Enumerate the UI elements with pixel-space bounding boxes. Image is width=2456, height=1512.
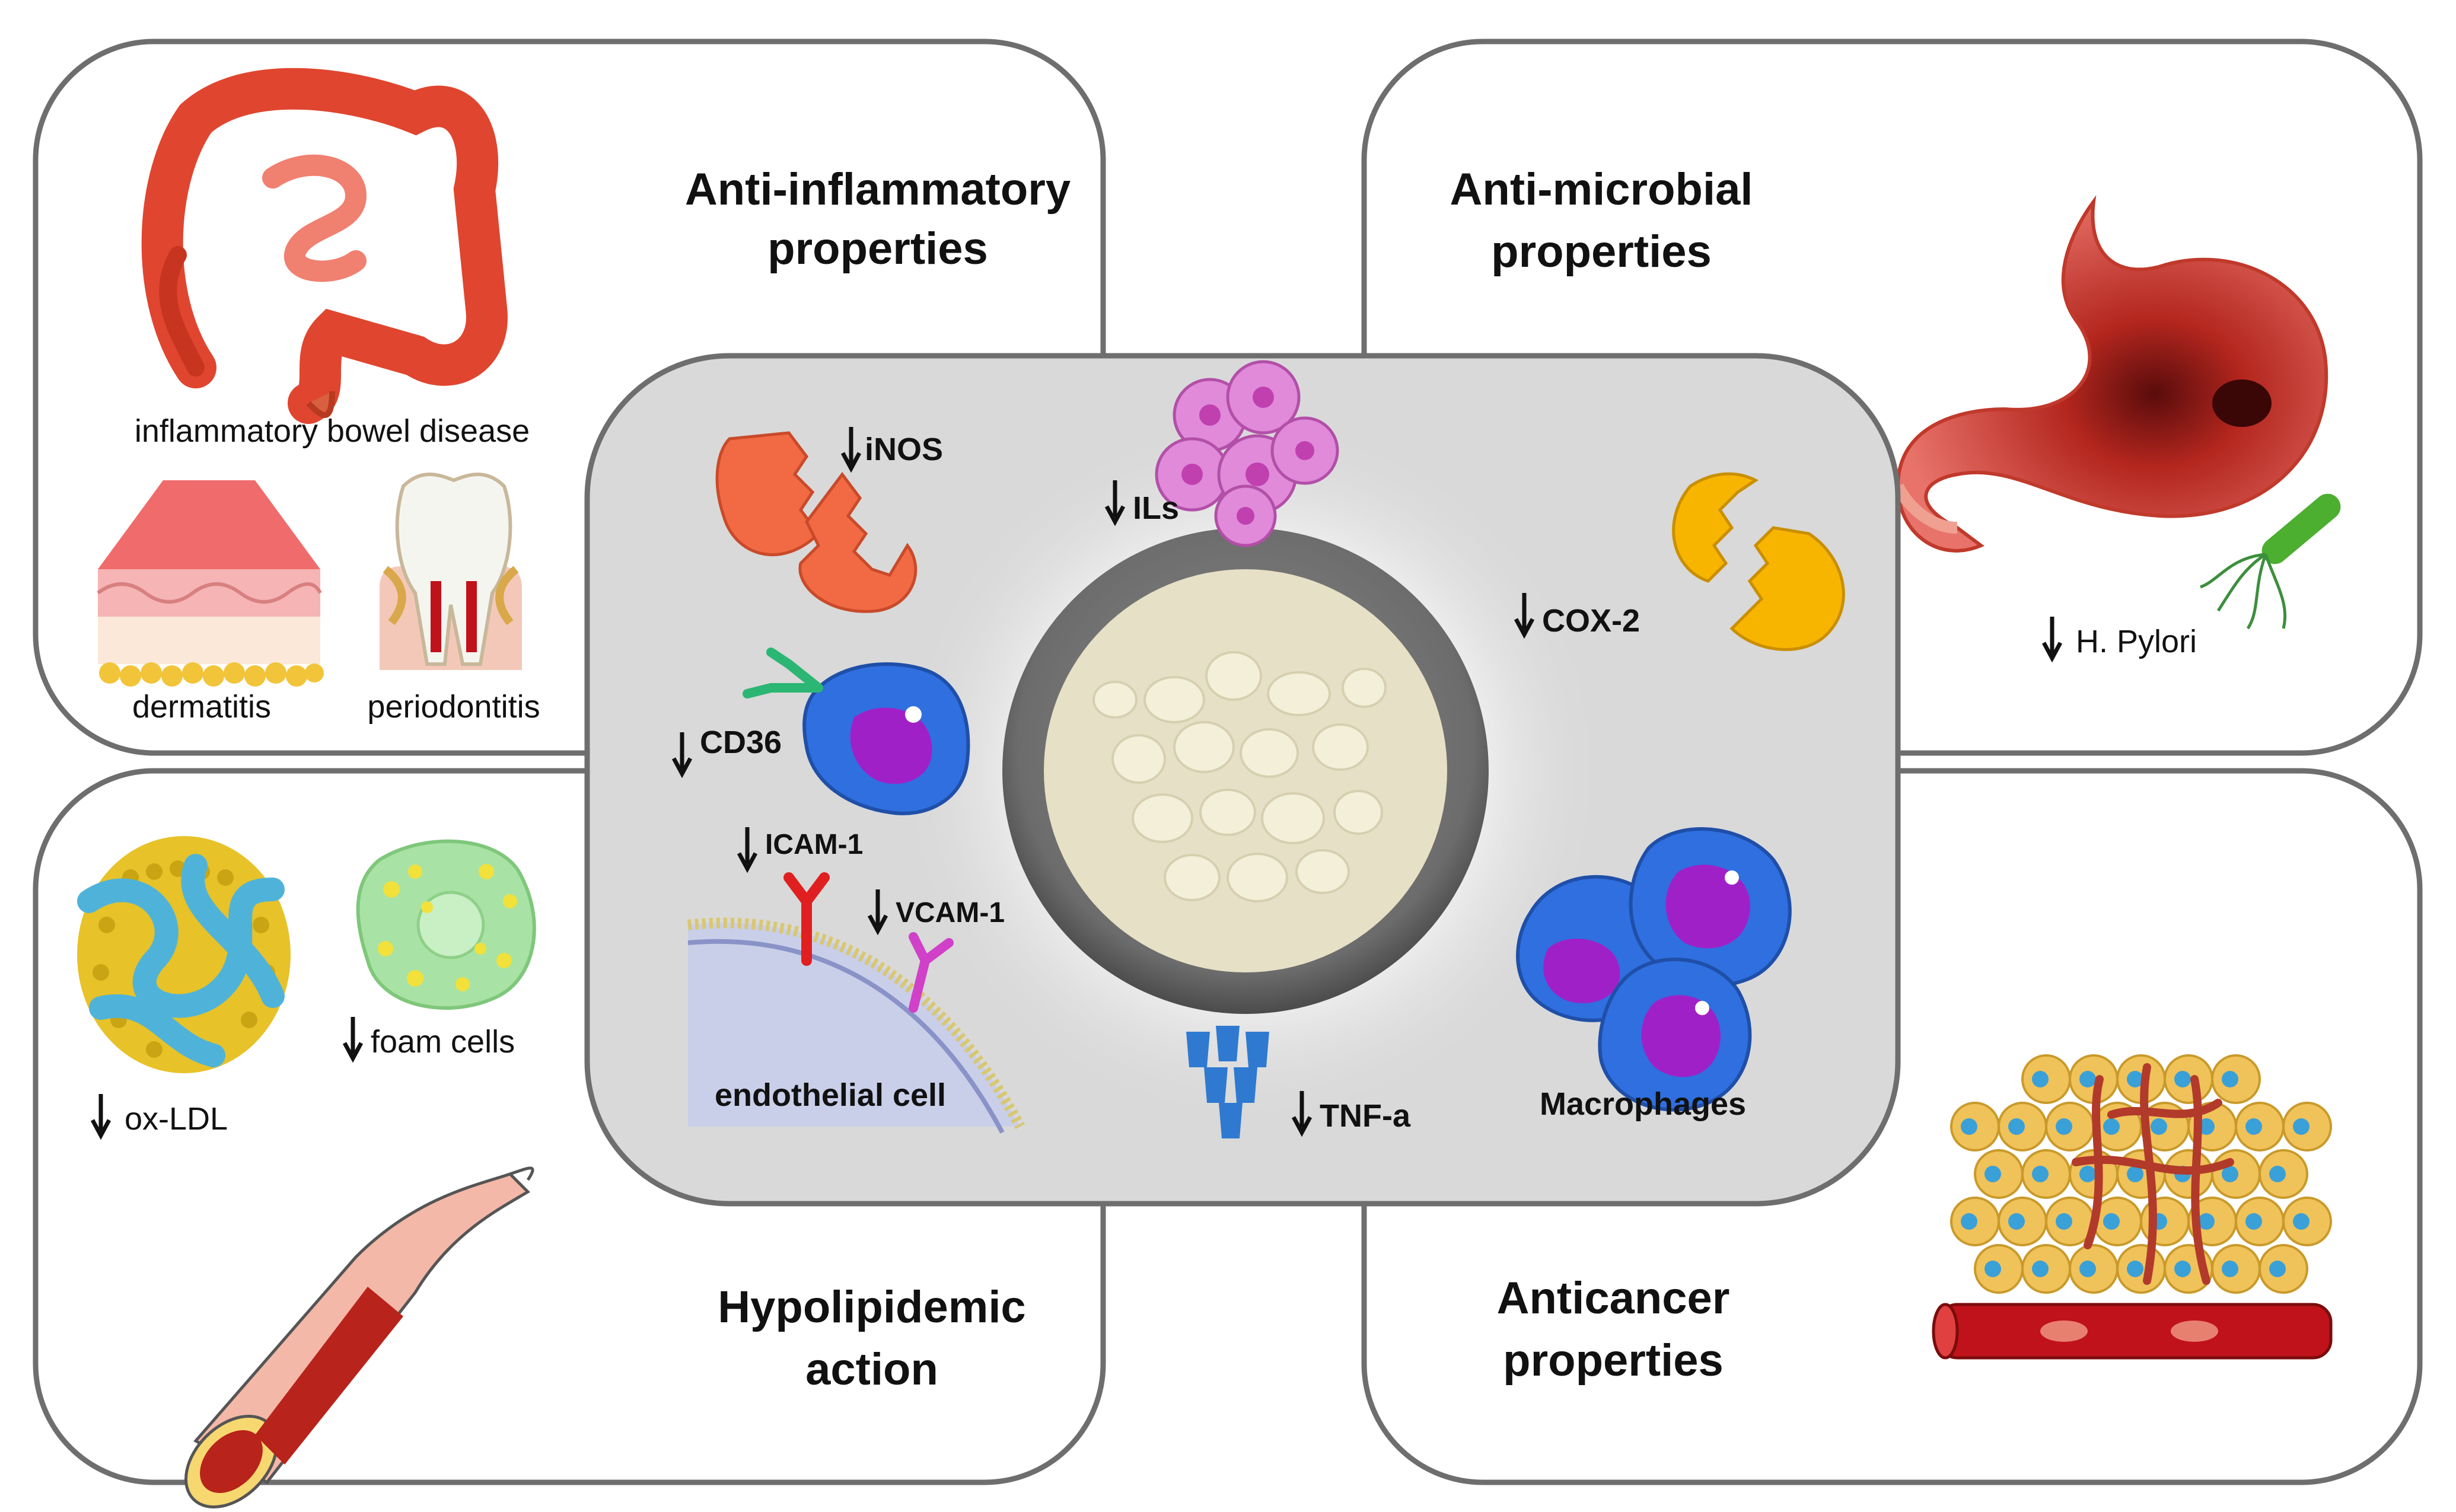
receptor-icon xyxy=(909,932,954,1013)
macrophage-icon xyxy=(1598,957,1752,1112)
foam-cells-label: foam cells xyxy=(371,1024,515,1060)
anti-inflammatory-title-line2: properties xyxy=(767,224,988,274)
h-pylori-label: H. Pylori xyxy=(2076,624,2197,659)
hypolipidemic-title-line1: Hypolipidemic xyxy=(718,1282,1025,1332)
cox2-label: COX-2 xyxy=(1542,603,1640,639)
anti-inflammatory-title-line1: Anti-inflammatory xyxy=(685,164,1071,215)
ox-ldl-label: ox-LDL xyxy=(125,1101,228,1137)
ibd-label: inflammatory bowel disease xyxy=(135,413,530,449)
tooth-icon xyxy=(380,473,522,670)
colon-icon xyxy=(141,68,508,424)
vcam1-label: VCAM-1 xyxy=(896,897,1005,929)
tnfa-label: TNF-a xyxy=(1320,1098,1411,1134)
artery-icon xyxy=(184,1166,534,1508)
anti-microbial-title-line1: Anti-microbial xyxy=(1450,164,1753,215)
enzyme-icon xyxy=(1672,472,1845,651)
anticancer-title-line1: Anticancer xyxy=(1497,1273,1730,1323)
receptor-icon xyxy=(743,647,823,698)
cd36-label: CD36 xyxy=(700,725,782,760)
mastic-bowl-icon xyxy=(1002,528,1489,1014)
bacterium-icon xyxy=(2200,493,2341,630)
foam-cell-icon xyxy=(356,839,536,1010)
hypolipidemic-title-line2: action xyxy=(805,1344,938,1395)
icam1-label: ICAM-1 xyxy=(765,829,863,860)
ils-label: ILs xyxy=(1133,490,1179,526)
macrophages-label: Macrophages xyxy=(1540,1086,1746,1122)
macrophage-icon xyxy=(1629,827,1792,987)
periodontitis-label: periodontitis xyxy=(367,689,540,725)
leukocyte-cluster-icon xyxy=(1155,360,1339,547)
endothelial-cell-label: endothelial cell xyxy=(715,1077,946,1113)
macrophage-icon xyxy=(802,662,970,815)
inos-label: iNOS xyxy=(865,432,943,467)
enzyme-icon xyxy=(715,431,918,613)
membrane-icon xyxy=(687,917,1025,1134)
dermatitis-label: dermatitis xyxy=(132,689,271,725)
tnf-trimer-icon xyxy=(1186,1026,1269,1138)
ldl-particle-icon xyxy=(77,836,291,1073)
receptor-icon xyxy=(783,872,830,966)
stomach-icon xyxy=(1893,195,2328,553)
skin-icon xyxy=(97,480,324,687)
tumor-icon xyxy=(1932,1054,2333,1360)
anticancer-title-line2: properties xyxy=(1503,1335,1724,1386)
anti-microbial-title-line2: properties xyxy=(1491,227,1712,277)
